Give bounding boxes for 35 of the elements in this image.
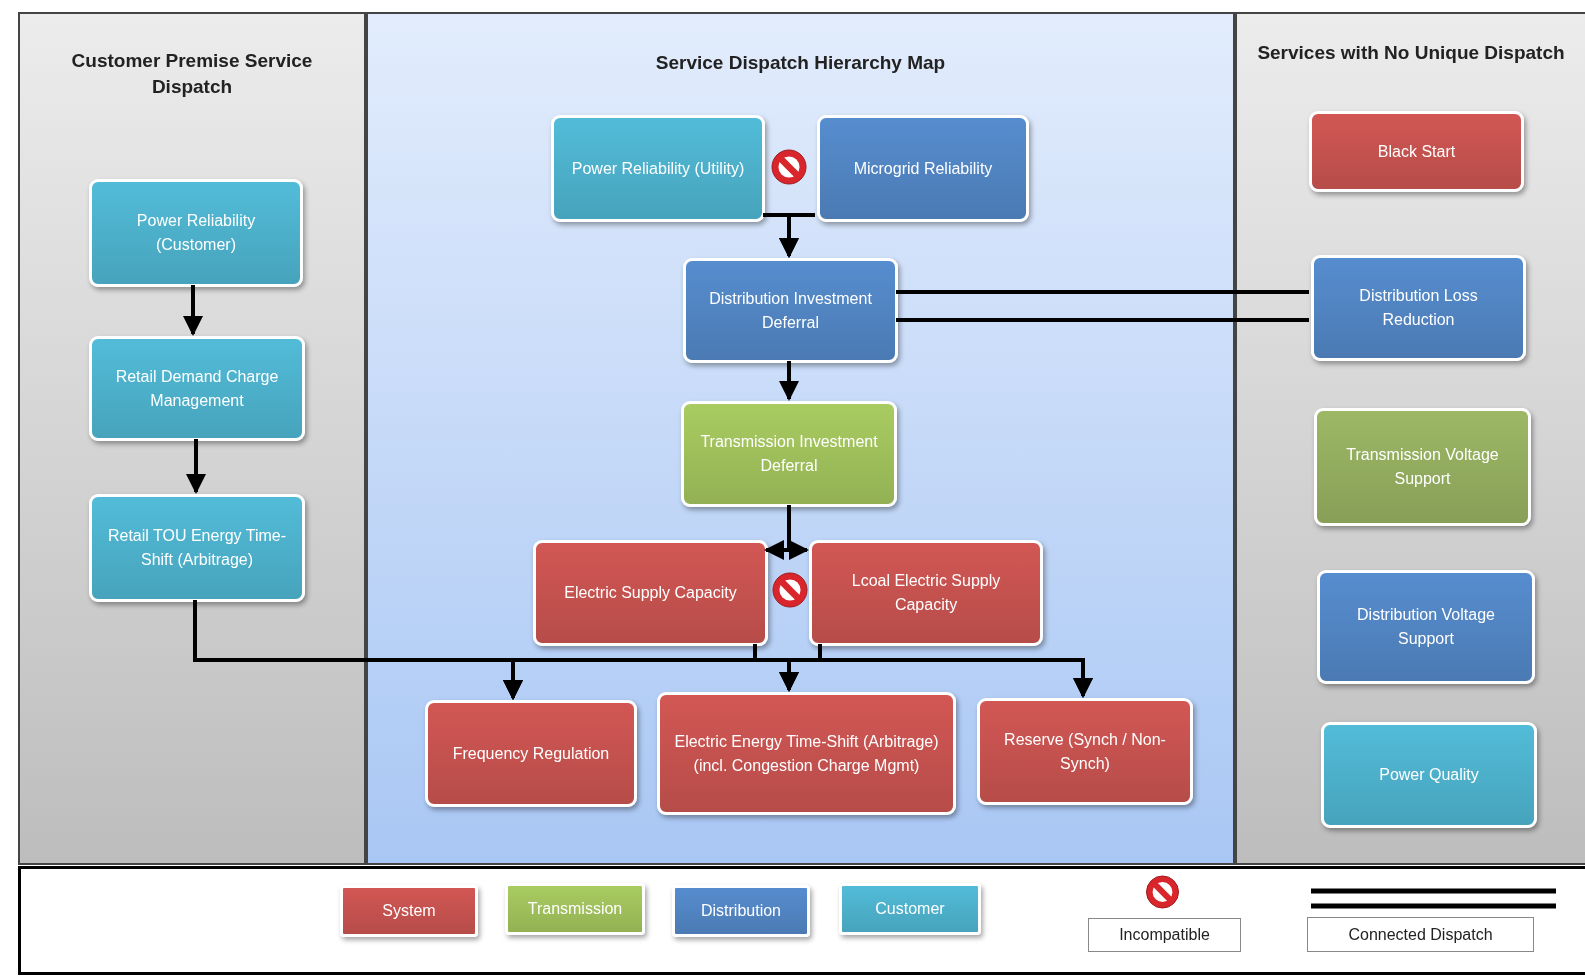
service-box: Distribution Voltage Support xyxy=(1317,570,1535,684)
arrow xyxy=(779,213,815,258)
service-box: Transmission Voltage Support xyxy=(1314,408,1531,526)
service-box: Distribution Investment Deferral xyxy=(683,258,898,363)
service-box: Microgrid Reliability xyxy=(817,115,1029,222)
legend-swatch: Distribution xyxy=(672,885,810,937)
service-box: Power Reliability (Customer) xyxy=(89,179,303,287)
legend-swatch: System xyxy=(340,885,478,937)
swimlane-panel xyxy=(18,12,366,865)
service-box: Black Start xyxy=(1309,111,1524,192)
arrow xyxy=(779,361,799,401)
service-box: Frequency Regulation xyxy=(425,700,637,807)
legend-label: Connected Dispatch xyxy=(1307,917,1534,952)
legend-swatch: Customer xyxy=(839,883,981,935)
panel-heading: Customer Premise Service Dispatch xyxy=(70,49,314,99)
panel-heading: Services with No Unique Dispatch xyxy=(1256,41,1566,65)
service-box: Electric Energy Time-Shift (Arbitrage) (incl. Congestion Charge Mgmt) xyxy=(657,692,956,815)
arrow xyxy=(183,285,203,336)
service-box: Retail Demand Charge Management xyxy=(89,336,305,441)
service-box: Electric Supply Capacity xyxy=(533,540,768,646)
service-box: Distribution Loss Reduction xyxy=(1311,255,1526,361)
service-box: Power Quality xyxy=(1321,722,1537,828)
service-box: Retail TOU Energy Time-Shift (Arbitrage) xyxy=(89,494,305,602)
swimlane-panel xyxy=(366,12,1235,865)
panel-heading: Service Dispatch Hierarchy Map xyxy=(654,51,947,75)
double-connector-line xyxy=(894,290,1311,322)
legend-swatch: Transmission xyxy=(505,883,645,935)
swimlane-panel xyxy=(1235,12,1585,865)
service-box: Power Reliability (Utility) xyxy=(551,115,765,222)
arrow xyxy=(186,439,206,494)
service-box: Transmission Investment Deferral xyxy=(681,401,897,507)
arrow xyxy=(193,600,523,700)
service-box: Reserve (Synch / Non-Synch) xyxy=(977,698,1193,805)
service-box: Lcoal Electric Supply Capacity xyxy=(809,540,1043,646)
legend-label: Incompatible xyxy=(1088,918,1241,952)
